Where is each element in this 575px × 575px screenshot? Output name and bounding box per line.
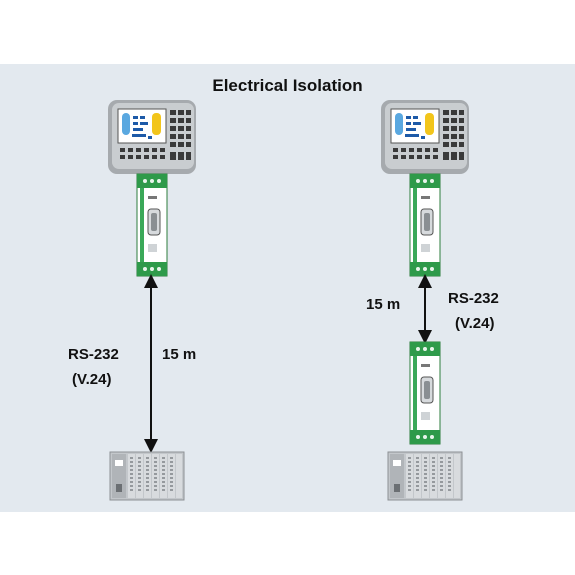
diagram-background — [0, 64, 575, 512]
standard-label-left: (V.24) — [72, 371, 112, 388]
isolation-module-top-right — [409, 173, 441, 277]
hmi-panel-right — [380, 99, 470, 175]
isolation-module-left — [136, 173, 168, 277]
plc-rack-left — [109, 451, 185, 501]
isolation-module-bottom-right — [409, 341, 441, 445]
plc-rack-right — [387, 451, 463, 501]
distance-label-left: 15 m — [162, 346, 197, 363]
protocol-label-right: RS-232 — [448, 290, 499, 307]
diagram-title: Electrical Isolation — [212, 76, 363, 95]
standard-label-right: (V.24) — [455, 315, 495, 332]
distance-label-right: 15 m — [366, 296, 401, 313]
protocol-label-left: RS-232 — [68, 346, 119, 363]
hmi-panel-left — [107, 99, 197, 175]
